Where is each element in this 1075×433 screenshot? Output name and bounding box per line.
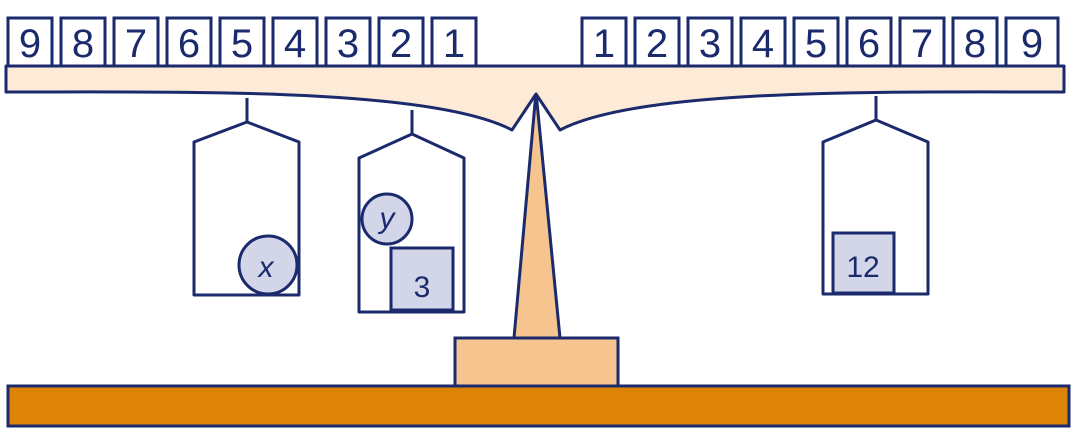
left-number: 1 — [443, 22, 465, 66]
variable-x-label: x — [257, 251, 275, 284]
right-number-row: 1 2 3 4 5 6 7 8 9 — [580, 16, 1060, 68]
right-number-box — [845, 16, 893, 68]
left-number-row: 9 8 7 6 5 4 3 2 1 — [6, 16, 478, 68]
right-number: 8 — [964, 22, 986, 66]
right-number: 9 — [1021, 22, 1043, 66]
weight-3-block — [389, 246, 455, 312]
right-number-box — [739, 16, 787, 68]
right-number-box — [1004, 16, 1060, 68]
left-number-box — [165, 16, 213, 68]
pan-left-inner: y 3 — [357, 110, 466, 314]
variable-y-label: y — [378, 202, 397, 235]
pillar — [512, 90, 562, 340]
weight-12-label: 12 — [846, 251, 879, 284]
right-number-box — [951, 16, 999, 68]
left-number: 7 — [125, 22, 147, 66]
left-number-box — [59, 16, 107, 68]
left-number: 9 — [19, 22, 41, 66]
left-number: 8 — [72, 22, 94, 66]
weight-12-block — [831, 231, 896, 295]
pedestal — [453, 336, 620, 388]
pan-left-outer: x — [192, 98, 301, 297]
right-number: 6 — [858, 22, 880, 66]
right-number-box — [898, 16, 946, 68]
right-number: 2 — [646, 22, 668, 66]
right-number: 1 — [593, 22, 615, 66]
left-number: 6 — [178, 22, 200, 66]
left-number: 3 — [337, 22, 359, 66]
right-number: 5 — [805, 22, 827, 66]
beam — [4, 64, 1066, 132]
scale-base — [6, 384, 1071, 428]
left-number-box — [271, 16, 319, 68]
left-number-box — [377, 16, 425, 68]
left-number-box — [112, 16, 160, 68]
right-number: 7 — [911, 22, 933, 66]
pan-right: 12 — [821, 96, 930, 296]
right-number-box — [633, 16, 681, 68]
right-number-box — [686, 16, 734, 68]
right-number-box — [792, 16, 840, 68]
left-number-box — [324, 16, 372, 68]
left-number-box — [6, 16, 54, 68]
left-number: 2 — [390, 22, 412, 66]
right-number-box — [580, 16, 628, 68]
weight-3-label: 3 — [414, 271, 431, 304]
variable-y-weight — [360, 192, 414, 246]
left-number-box — [218, 16, 266, 68]
variable-x-weight — [237, 234, 299, 296]
left-number: 4 — [284, 22, 306, 66]
right-number: 4 — [752, 22, 774, 66]
right-number: 3 — [699, 22, 721, 66]
left-number: 5 — [231, 22, 253, 66]
left-number-box — [430, 16, 478, 68]
